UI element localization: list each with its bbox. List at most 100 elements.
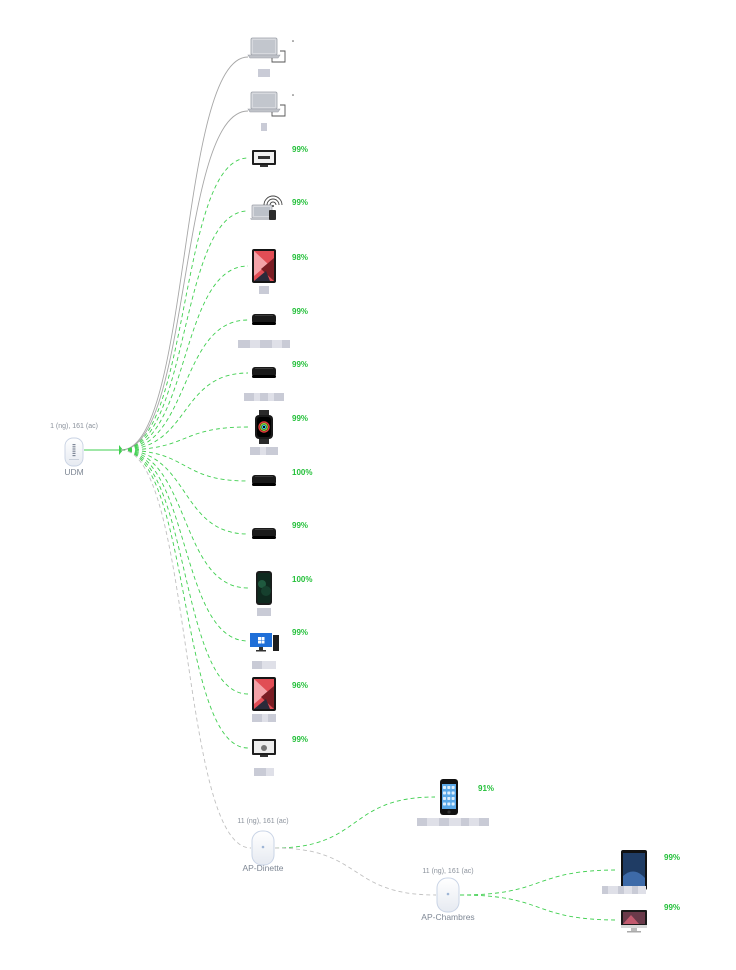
topology-links — [84, 56, 619, 921]
tablet-icon — [252, 249, 276, 283]
signal-strength: 99% — [292, 145, 308, 154]
topology-labels: 1 (ng), 161 (ac)UDM99%99%98%99%99%99%100… — [50, 40, 680, 922]
udm-client-11[interactable] — [256, 571, 272, 605]
ap-chambres-client-1[interactable] — [621, 850, 647, 890]
link-udm-client-3 — [120, 157, 249, 451]
redacted-label — [638, 886, 646, 894]
signal-strength: 99% — [292, 307, 308, 316]
watch-icon — [255, 410, 273, 444]
signal-strength: 99% — [664, 853, 680, 862]
ap-chambres-client-2[interactable] — [621, 910, 647, 933]
udm-client-5[interactable] — [252, 249, 276, 283]
redacted-label — [439, 818, 449, 826]
signal-strength: 99% — [292, 735, 308, 744]
redacted-label — [461, 818, 469, 826]
imac-icon — [621, 910, 647, 933]
signal-strength: 100% — [292, 575, 312, 584]
redacted-label — [244, 393, 254, 401]
redacted-label — [449, 818, 461, 826]
link-ap-chambres-client-2 — [459, 894, 619, 921]
apple-tv-icon — [252, 528, 276, 539]
redacted-label — [252, 661, 262, 669]
udm-client-1[interactable] — [247, 37, 286, 63]
link-ap-dinette-client-1 — [274, 796, 436, 849]
apple-tv-icon — [252, 367, 276, 378]
redacted-label — [254, 768, 266, 776]
ap-chambres-channels: 11 (ng), 161 (ac) — [422, 868, 473, 875]
signal-strength: 99% — [292, 198, 308, 207]
signal-strength: 99% — [292, 628, 308, 637]
signal-strength: 100% — [292, 468, 312, 477]
apple-tv-icon — [252, 475, 276, 486]
udm-gateway-icon[interactable] — [64, 437, 84, 467]
apple-tv-icon — [252, 314, 276, 325]
redacted-label — [261, 123, 267, 131]
redacted-label — [268, 393, 274, 401]
redacted-label — [602, 886, 608, 894]
signal-strength: 99% — [292, 521, 308, 530]
redacted-label — [479, 818, 489, 826]
udm-client-9[interactable] — [252, 475, 276, 486]
link-udm-client-6 — [120, 319, 249, 451]
udm-client-14[interactable] — [252, 739, 276, 757]
ap-chambres-icon[interactable] — [436, 877, 460, 913]
link-udm-client-4 — [120, 210, 249, 451]
signal-strength: 99% — [292, 360, 308, 369]
link-udm-client-9 — [120, 449, 249, 482]
redacted-label — [260, 340, 272, 348]
topology-nodes — [64, 37, 647, 933]
udm-client-12[interactable] — [250, 633, 279, 652]
link-udm-client-14 — [120, 449, 249, 749]
redacted-label — [258, 69, 270, 77]
ap-chambres-name: AP-Chambres — [421, 912, 474, 922]
udm-client-10[interactable] — [252, 528, 276, 539]
udm-channels: 1 (ng), 161 (ac) — [50, 423, 98, 430]
udm-client-4[interactable] — [250, 195, 283, 220]
redacted-label — [427, 818, 439, 826]
redacted-label — [257, 608, 271, 616]
tablet-icon — [252, 677, 276, 711]
link-udm-client-8 — [120, 426, 249, 451]
udm-client-13[interactable] — [252, 677, 276, 711]
redacted-label — [262, 661, 276, 669]
link-udm-client-2 — [120, 110, 249, 451]
link-udm-ap-dinette — [120, 449, 252, 849]
udm-client-2[interactable] — [247, 91, 286, 117]
link-udm-client-10 — [120, 449, 249, 535]
redacted-label — [417, 818, 427, 826]
desktop-pc-icon — [250, 633, 279, 652]
status-dot — [292, 40, 294, 42]
redacted-label — [260, 393, 268, 401]
redacted-label — [608, 886, 618, 894]
udm-client-7[interactable] — [252, 367, 276, 378]
redacted-label — [618, 886, 624, 894]
udm-client-8[interactable] — [255, 410, 273, 444]
redacted-label — [254, 393, 260, 401]
ap-dinette-client-1[interactable] — [440, 779, 458, 815]
redacted-label — [624, 886, 632, 894]
signal-strength: 91% — [478, 784, 494, 793]
link-ap-chambres-client-1 — [459, 869, 619, 896]
redacted-label — [250, 340, 260, 348]
link-udm-client-1 — [120, 56, 249, 451]
redacted-label — [282, 340, 290, 348]
redacted-label — [262, 714, 268, 722]
redacted-label — [469, 818, 479, 826]
signal-strength: 99% — [292, 414, 308, 423]
apple-display-icon — [252, 739, 276, 757]
redacted-label — [238, 340, 250, 348]
signal-strength: 96% — [292, 681, 308, 690]
ap-dinette-icon[interactable] — [251, 830, 275, 866]
ipad-icon — [621, 850, 647, 890]
ap-dinette-name: AP-Dinette — [242, 863, 283, 873]
udm-client-3[interactable] — [252, 150, 276, 167]
redacted-label — [252, 714, 262, 722]
redacted-label — [266, 447, 278, 455]
udm-client-6[interactable] — [252, 314, 276, 325]
redacted-label — [250, 447, 260, 455]
redacted-label — [266, 768, 274, 776]
status-dot — [292, 94, 294, 96]
link-udm-client-13 — [120, 449, 249, 695]
redacted-label — [259, 286, 269, 294]
